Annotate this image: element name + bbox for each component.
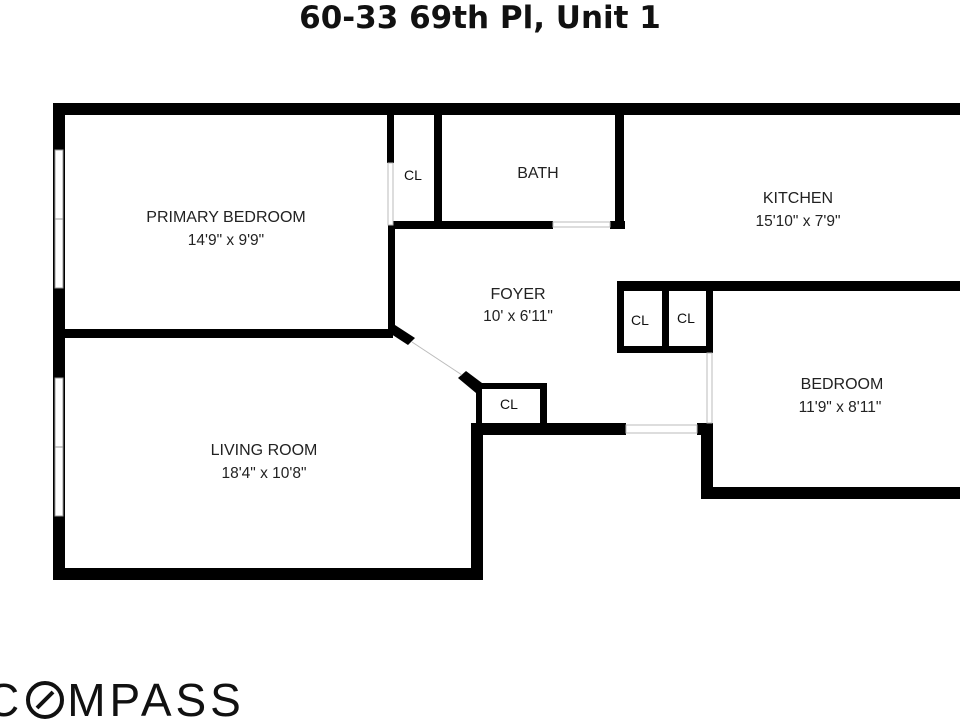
room-label-primary-bedroom: PRIMARY BEDROOM xyxy=(146,209,305,226)
logo-letter-c: C xyxy=(0,674,24,726)
door-bath xyxy=(552,221,611,228)
wall-bedroom-bottom xyxy=(701,487,960,499)
closet-label-foyer: CL xyxy=(500,396,518,412)
wall-diagonal-top xyxy=(388,325,415,345)
wall-primary-right xyxy=(388,225,395,333)
room-label-bedroom: BEDROOM xyxy=(801,376,884,393)
wall-bath-right xyxy=(615,115,624,228)
room-dims-foyer: 10' x 6'11" xyxy=(483,308,553,325)
wall-bottom-left xyxy=(53,568,483,580)
wall-bedroom-top xyxy=(617,281,960,291)
logo-letters-mpass: MPASS xyxy=(67,674,245,726)
wall-closet-foyer-right xyxy=(540,383,547,428)
plan-title: 60-33 69th Pl, Unit 1 xyxy=(299,0,661,36)
closet-label-right-b: CL xyxy=(677,310,695,326)
door-entry xyxy=(625,424,698,434)
room-dims-kitchen: 15'10" x 7'9" xyxy=(755,213,840,230)
door-opening-diagonal xyxy=(411,341,463,376)
wall-foyer-bottom-left xyxy=(471,423,626,435)
wall-closets-right-bottom xyxy=(617,346,713,353)
closet-label-primary: CL xyxy=(404,167,422,183)
wall-bath-bottom xyxy=(390,221,553,229)
wall-closet-foyer-top xyxy=(476,383,546,389)
room-dims-primary-bedroom: 14'9" x 9'9" xyxy=(188,232,264,249)
compass-logo: C MPASS xyxy=(0,676,245,724)
wall-bedroom-left xyxy=(701,423,713,499)
wall-living-right xyxy=(471,428,483,580)
door-closet-primary xyxy=(387,162,394,226)
room-dims-bedroom: 11'9" x 8'11" xyxy=(799,399,882,416)
room-label-kitchen: KITCHEN xyxy=(763,190,833,207)
wall-closets-right-divider xyxy=(662,288,669,353)
room-label-foyer: FOYER xyxy=(490,286,545,303)
wall-closet-left xyxy=(387,115,394,163)
wall-bedroom-left-upper xyxy=(706,288,713,353)
wall-closet-bath xyxy=(434,115,442,221)
door-bedroom xyxy=(706,352,713,424)
compass-o-icon xyxy=(26,681,65,719)
room-label-living-room: LIVING ROOM xyxy=(211,442,318,459)
wall-top xyxy=(53,103,960,115)
wall-bedroom-living xyxy=(65,329,393,338)
room-dims-living-room: 18'4" x 10'8" xyxy=(221,465,306,482)
closet-label-right-a: CL xyxy=(631,312,649,328)
room-label-bath: BATH xyxy=(517,165,558,182)
wall-closets-right-left xyxy=(617,281,624,353)
wall-closet-foyer-left xyxy=(476,383,482,428)
